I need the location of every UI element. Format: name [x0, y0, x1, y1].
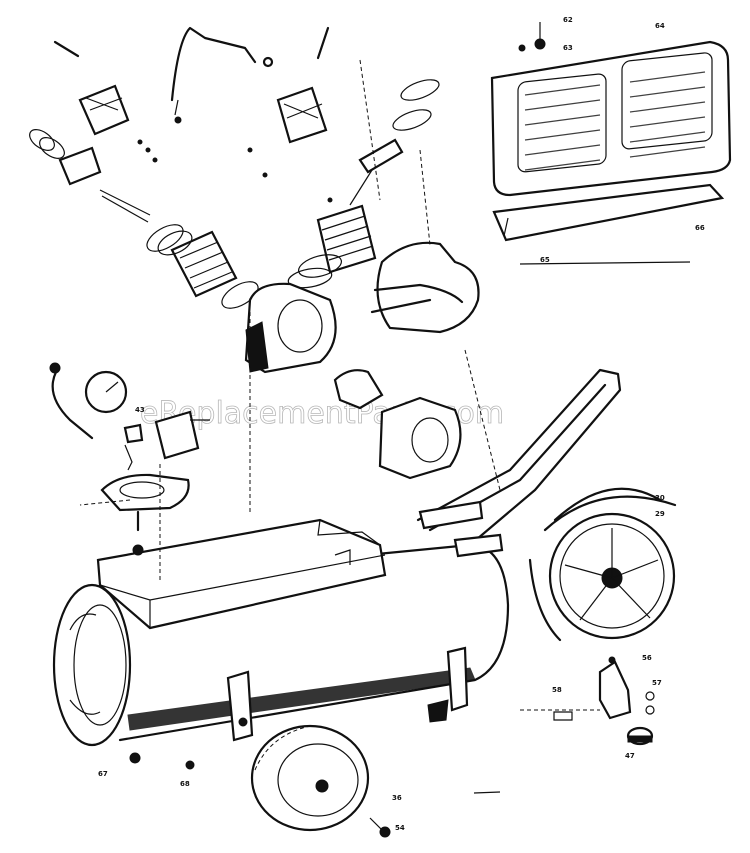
assembly-leaders: [79, 59, 501, 580]
guard-fastener[interactable]: [518, 22, 546, 52]
callout-58: 58: [552, 686, 562, 694]
callout-43: 43: [135, 406, 145, 414]
callout-36: 36: [392, 794, 402, 802]
callout-68: 68: [180, 780, 190, 788]
callout-47: 47: [625, 752, 635, 760]
large-wheel[interactable]: [528, 487, 677, 642]
manifold[interactable]: [100, 444, 190, 556]
motor-housing[interactable]: [370, 241, 480, 334]
tank-foot-right[interactable]: [427, 646, 469, 723]
callout-56: 56: [642, 654, 652, 662]
callout-30: 30: [655, 494, 665, 502]
valve-pipe[interactable]: [170, 26, 274, 116]
pulley-assembly[interactable]: [333, 369, 462, 480]
cylinder-heads[interactable]: [78, 84, 328, 144]
crankcase[interactable]: [244, 282, 337, 374]
gaskets[interactable]: [26, 76, 442, 314]
callout-54: 54: [395, 824, 405, 832]
callout-65: 65: [540, 256, 550, 264]
small-hardware[interactable]: [53, 26, 333, 203]
handle[interactable]: [416, 368, 622, 558]
guard-underline: [519, 261, 691, 265]
callout-63: 63: [563, 44, 573, 52]
small-wheel[interactable]: [250, 724, 391, 838]
callout-numbers: 62 63 64 65 66 30 29 56 57 58 47 43 67 6…: [98, 16, 705, 832]
pressure-switch[interactable]: [123, 410, 210, 460]
callout-62: 62: [563, 16, 573, 24]
callout-67: 67: [98, 770, 108, 778]
right-cylinder[interactable]: [296, 204, 377, 281]
belt-guard[interactable]: [490, 40, 732, 242]
tank-foot-left[interactable]: [226, 670, 254, 742]
callout-57: 57: [652, 679, 662, 687]
safety-valve[interactable]: [520, 656, 655, 721]
left-cylinder[interactable]: [154, 226, 238, 298]
drain-cap[interactable]: [626, 726, 654, 746]
pressure-gauge[interactable]: [49, 362, 128, 440]
guard-mesh: [524, 71, 706, 171]
callout-66: 66: [695, 224, 705, 232]
callout-29: 29: [655, 510, 665, 518]
tank-fittings[interactable]: [129, 752, 501, 794]
motor-mount-plate[interactable]: [96, 518, 387, 630]
pistons-rods[interactable]: [58, 138, 404, 223]
callout-64: 64: [655, 22, 665, 30]
